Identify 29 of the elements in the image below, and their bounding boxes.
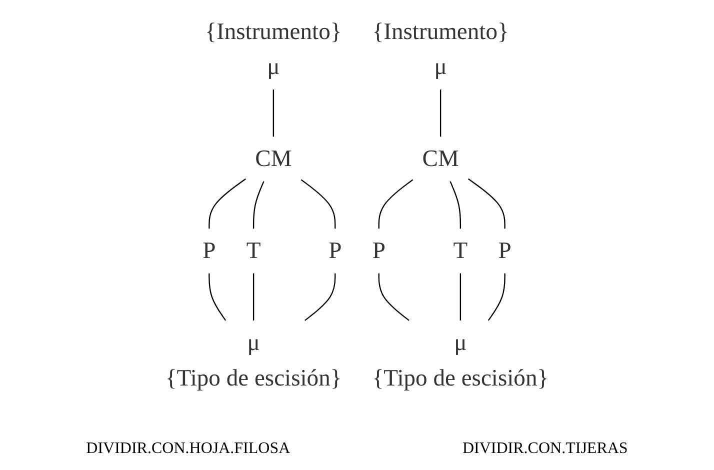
node-text: P [372,238,386,264]
connector [378,179,414,229]
connector [272,90,274,137]
diagram-caption: DIVIDIR.CON.TIJERAS [462,440,628,458]
node-text: {Instrumento} μ [372,18,509,80]
connector [252,181,264,229]
node-text: T [453,238,468,264]
connector [300,179,336,229]
connector [378,273,410,321]
node-text: P [202,238,216,264]
connector [208,178,246,229]
connector [304,273,336,321]
node-text: {Instrumento} μ [205,18,342,80]
node-text: T [246,238,261,264]
diagram-caption: DIVIDIR.CON.HOJA.FILOSA [86,440,290,458]
node-text: P [328,238,342,264]
connector [208,273,226,321]
lattice-diagram: {Instrumento} μ CM P T P μ {Tipo de escisión} {Instrumento} μ CM P T P μ {Tipo de escisión} [0,0,714,410]
connector [440,90,442,137]
node-text: μ {Tipo de escisión} [372,330,549,392]
connector [450,181,462,229]
node-text: P [498,238,512,264]
connector [488,273,506,321]
node-text: CM [255,146,292,172]
node-text: μ {Tipo de escisión} [165,330,342,392]
node-text: CM [422,146,459,172]
connector [468,178,506,229]
connector [252,273,254,320]
connector [460,273,462,320]
